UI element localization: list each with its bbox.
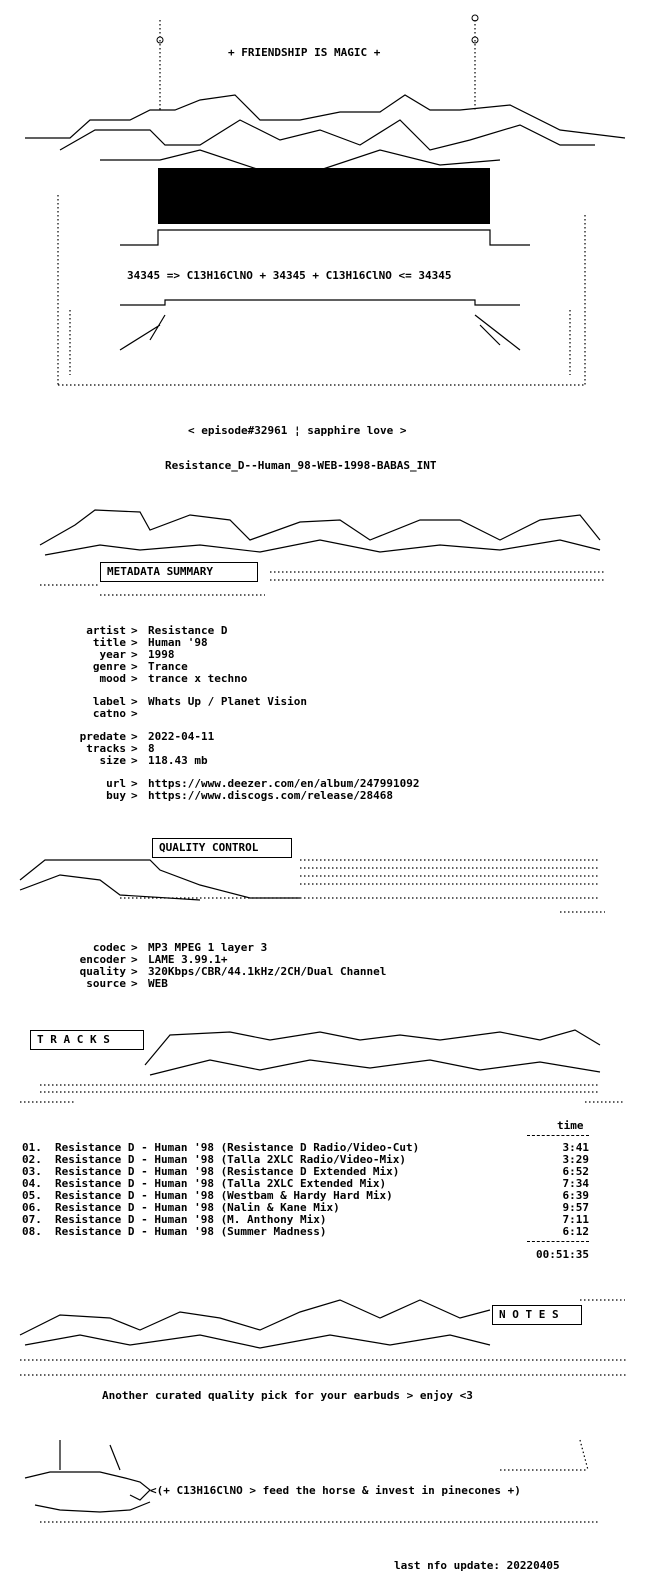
last-update: last nfo update: 20220405 xyxy=(394,1559,560,1572)
notes-banner-art xyxy=(19,1299,628,1376)
metadata-banner-art xyxy=(39,509,605,596)
notes-section-title: N O T E S xyxy=(492,1305,582,1325)
quality-key: source xyxy=(86,977,126,990)
meta-sep: > xyxy=(131,707,138,720)
time-column-header: time xyxy=(557,1119,584,1132)
track-time: 7:34 xyxy=(562,1177,590,1190)
meta-key: buy xyxy=(106,789,126,802)
quality-sep: > xyxy=(131,965,138,978)
metadata-section-title: METADATA SUMMARY xyxy=(100,562,258,582)
track-number: 08. xyxy=(22,1225,42,1238)
quality-key: encoder xyxy=(79,953,126,966)
track-title: Resistance D - Human '98 (Nalin & Kane M… xyxy=(55,1201,340,1214)
meta-value: 8 xyxy=(148,742,155,755)
quality-sep: > xyxy=(131,953,138,966)
track-time: 6:52 xyxy=(562,1165,590,1178)
meta-sep: > xyxy=(131,648,138,661)
quality-banner-art xyxy=(19,859,605,913)
meta-sep: > xyxy=(131,636,138,649)
track-time: 9:57 xyxy=(562,1201,590,1214)
notes-text: Another curated quality pick for your ea… xyxy=(102,1389,473,1402)
track-number: 02. xyxy=(22,1153,42,1166)
meta-sep: > xyxy=(131,672,138,685)
meta-sep: > xyxy=(131,660,138,673)
header-tagline: + FRIENDSHIP IS MAGIC + xyxy=(228,46,381,59)
track-number: 01. xyxy=(22,1141,42,1154)
meta-key: tracks xyxy=(86,742,126,755)
quality-key: quality xyxy=(79,965,126,978)
track-number: 03. xyxy=(22,1165,42,1178)
meta-sep: > xyxy=(131,777,138,790)
meta-value: Whats Up / Planet Vision xyxy=(148,695,307,708)
meta-key: title xyxy=(92,636,126,649)
track-time: 7:11 xyxy=(562,1213,590,1226)
quality-value: 320Kbps/CBR/44.1kHz/2CH/Dual Channel xyxy=(148,965,387,978)
track-title: Resistance D - Human '98 (Summer Madness… xyxy=(55,1225,327,1238)
track-number: 07. xyxy=(22,1213,42,1226)
meta-key: url xyxy=(106,777,126,790)
meta-value: Human '98 xyxy=(148,636,208,649)
meta-key: year xyxy=(99,648,127,661)
quality-section-title: QUALITY CONTROL xyxy=(152,838,292,858)
meta-sep: > xyxy=(131,789,138,802)
meta-value: 118.43 mb xyxy=(148,754,208,767)
total-rule xyxy=(527,1241,589,1242)
meta-key: genre xyxy=(92,660,126,673)
meta-url-link[interactable]: https://www.deezer.com/en/album/24799109… xyxy=(148,777,420,790)
track-time: 3:41 xyxy=(562,1141,590,1154)
track-title: Resistance D - Human '98 (Talla 2XLC Ext… xyxy=(55,1177,387,1190)
track-title: Resistance D - Human '98 (M. Anthony Mix… xyxy=(55,1213,327,1226)
meta-sep: > xyxy=(131,742,138,755)
meta-value: Resistance D xyxy=(148,624,228,637)
meta-key: size xyxy=(99,754,127,767)
quality-value: LAME 3.99.1+ xyxy=(148,953,228,966)
tracks-banner-art xyxy=(20,1029,625,1103)
track-title: Resistance D - Human '98 (Westbam & Hard… xyxy=(55,1189,393,1202)
episode-line: < episode#32961 ¦ sapphire love > xyxy=(188,424,407,437)
meta-value: trance x techno xyxy=(148,672,248,685)
meta-buy-link[interactable]: https://www.discogs.com/release/28468 xyxy=(148,789,394,802)
track-time: 6:12 xyxy=(562,1225,590,1238)
header-logo-art xyxy=(25,14,626,386)
quality-value: WEB xyxy=(148,977,168,990)
footer-horse-art xyxy=(24,1439,600,1523)
track-title: Resistance D - Human '98 (Resistance D E… xyxy=(55,1165,400,1178)
track-title: Resistance D - Human '98 (Resistance D R… xyxy=(55,1141,420,1154)
track-time: 3:29 xyxy=(562,1153,590,1166)
meta-key: artist xyxy=(86,624,126,637)
meta-key: predate xyxy=(79,730,126,743)
track-title: Resistance D - Human '98 (Talla 2XLC Rad… xyxy=(55,1153,406,1166)
meta-value: 1998 xyxy=(148,648,175,661)
meta-sep: > xyxy=(131,730,138,743)
meta-sep: > xyxy=(131,624,138,637)
quality-sep: > xyxy=(131,941,138,954)
meta-key: label xyxy=(92,695,126,708)
footer-tagline: <(+ C13H16ClNO > feed the horse & invest… xyxy=(150,1484,521,1497)
meta-sep: > xyxy=(131,754,138,767)
meta-key: mood xyxy=(99,672,127,685)
track-number: 06. xyxy=(22,1201,42,1214)
meta-value: 2022-04-11 xyxy=(148,730,215,743)
formula-line: 34345 => C13H16ClNO + 34345 + C13H16ClNO… xyxy=(127,269,452,282)
tracks-section-title: T R A C K S xyxy=(30,1030,144,1050)
meta-value: Trance xyxy=(148,660,188,673)
quality-sep: > xyxy=(131,977,138,990)
total-duration: 00:51:35 xyxy=(536,1248,589,1261)
track-number: 04. xyxy=(22,1177,42,1190)
quality-key: codec xyxy=(92,941,126,954)
meta-sep: > xyxy=(131,695,138,708)
track-number: 05. xyxy=(22,1189,42,1202)
time-header-rule xyxy=(527,1135,589,1136)
track-time: 6:39 xyxy=(562,1189,590,1202)
quality-value: MP3 MPEG 1 layer 3 xyxy=(148,941,268,954)
release-name: Resistance_D--Human_98-WEB-1998-BABAS_IN… xyxy=(165,459,437,472)
meta-key: catno xyxy=(92,707,126,720)
